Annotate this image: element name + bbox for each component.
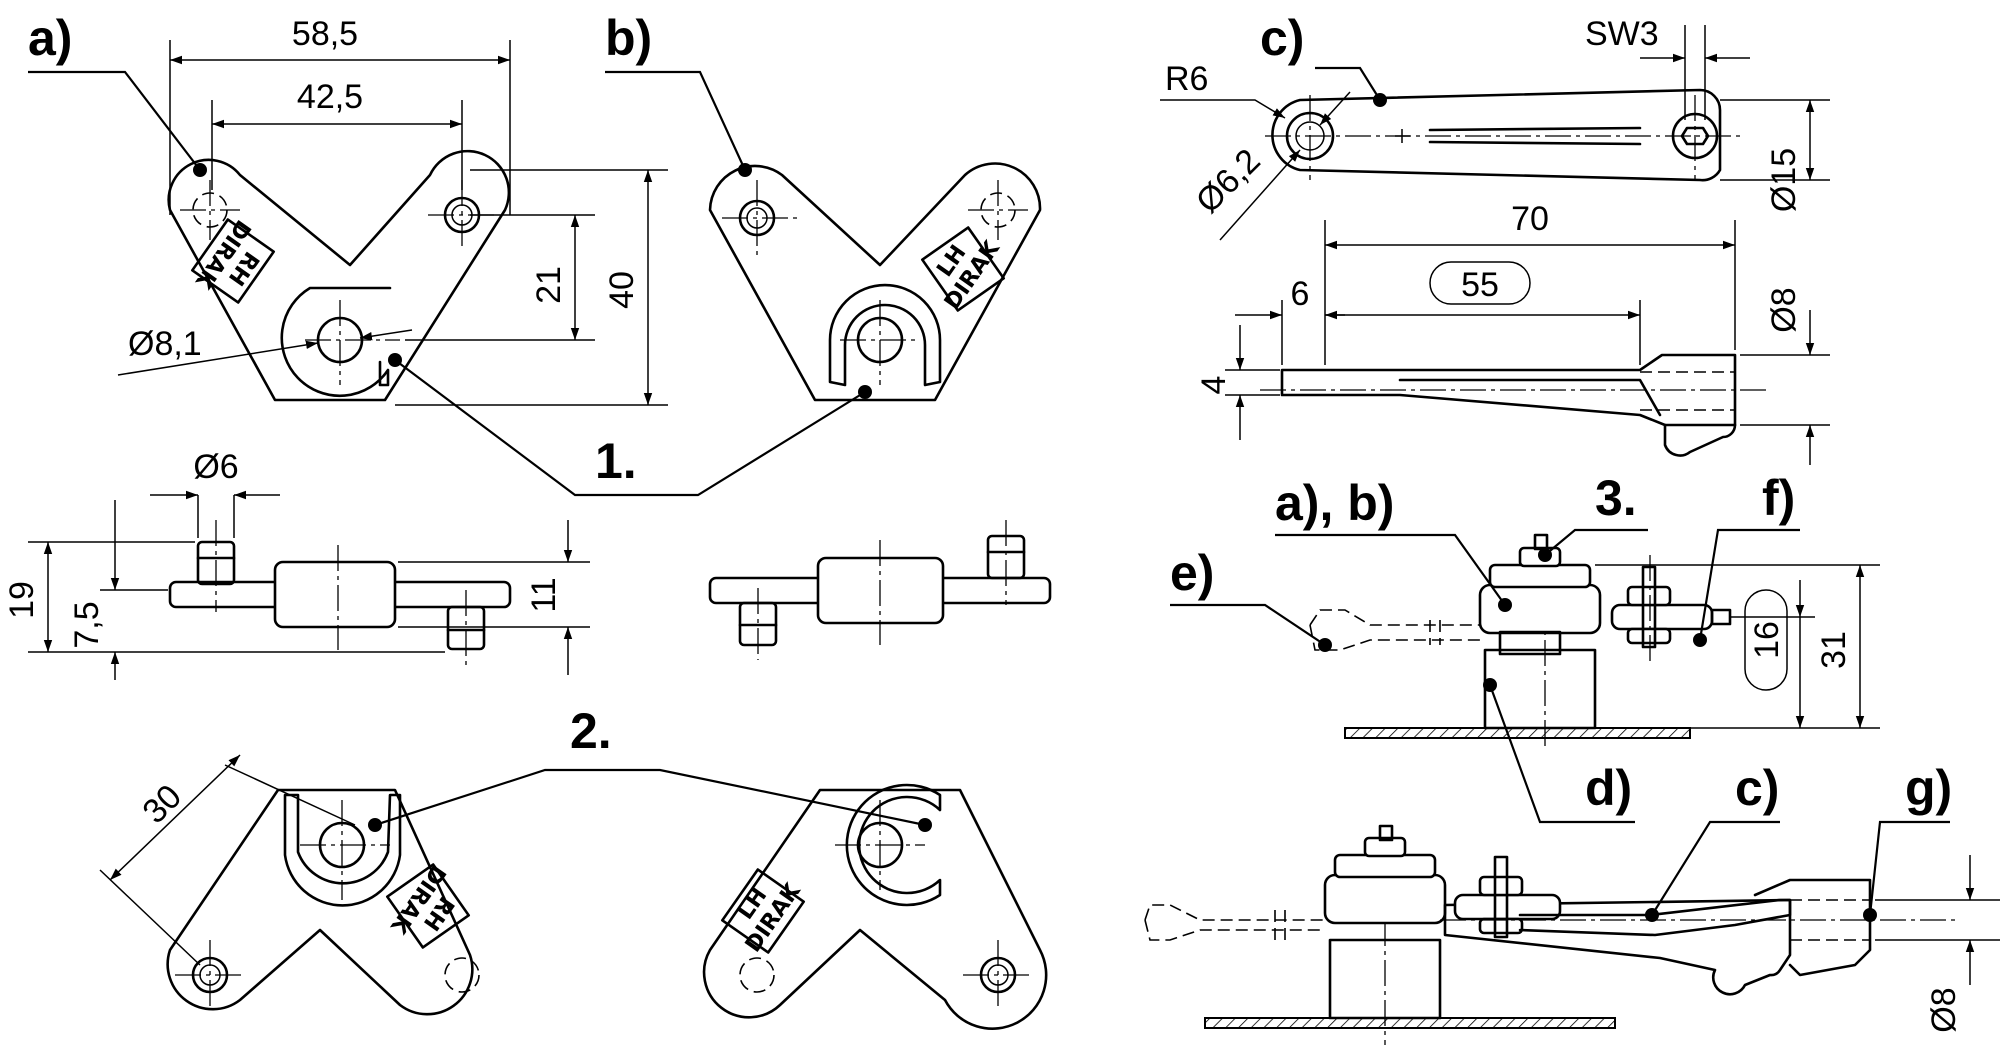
dim-r6: R6 bbox=[1165, 60, 1208, 98]
callout-c-label: c) bbox=[1260, 10, 1304, 66]
dim-6: 6 bbox=[1291, 275, 1310, 313]
dim-55: 55 bbox=[1461, 266, 1499, 304]
callout-3-label: 3. bbox=[1595, 470, 1637, 526]
view-b-lh-plate: LH DIRAK bbox=[708, 162, 1042, 402]
side-view-lh bbox=[708, 520, 1052, 660]
callout-c2-label: c) bbox=[1735, 760, 1779, 816]
view-c-lever-side: 70 55 6 Ø8 4 bbox=[1195, 200, 1830, 465]
dim-70: 70 bbox=[1511, 200, 1549, 238]
dim-21: 21 bbox=[530, 266, 568, 304]
dim-42-5: 42,5 bbox=[297, 78, 363, 116]
rh-stamp-bottom: RH DIRAK bbox=[385, 860, 471, 949]
dim-40: 40 bbox=[603, 271, 641, 309]
callout-d-label: d) bbox=[1585, 760, 1632, 816]
callout-a-label: a) bbox=[28, 10, 72, 66]
dim-11: 11 bbox=[525, 577, 563, 612]
view-2-rh-plate: RH DIRAK 30 bbox=[99, 754, 480, 1016]
dim-19: 19 bbox=[3, 581, 41, 619]
callout-e-label: e) bbox=[1170, 545, 1214, 601]
callout-1-label: 1. bbox=[595, 433, 637, 489]
callout-1: 1. bbox=[388, 353, 872, 497]
view-a-rh-plate: RH DIRAK 58,5 42,5 21 40 Ø8,1 bbox=[117, 15, 668, 406]
dim-16: 16 bbox=[1748, 621, 1786, 659]
dim-30: 30 bbox=[135, 777, 189, 831]
callout-g-label: g) bbox=[1905, 760, 1952, 816]
dim-7-5: 7,5 bbox=[68, 601, 106, 648]
dim-sw3: SW3 bbox=[1585, 15, 1659, 53]
callout-b-label: b) bbox=[605, 10, 652, 66]
dim-dia-8: Ø8 bbox=[1765, 287, 1803, 332]
view-c-lever: c) SW3 R6 Ø6,2 Ø15 bbox=[1160, 10, 1830, 241]
dim-4: 4 bbox=[1195, 376, 1233, 395]
assembly-upper: 31 16 a), b) 3. f) e) d) bbox=[1170, 470, 1880, 824]
callout-2-label: 2. bbox=[570, 703, 612, 759]
dim-dia-6-2: Ø6,2 bbox=[1189, 142, 1268, 221]
side-view-rh: Ø6 19 7,5 11 bbox=[3, 448, 590, 680]
callout-ab-label: a), b) bbox=[1275, 475, 1394, 531]
dim-dia-8-lower: Ø8 bbox=[1925, 987, 1963, 1032]
dim-dia-8-1: Ø8,1 bbox=[128, 325, 202, 363]
lh-stamp: LH DIRAK bbox=[920, 226, 1005, 314]
dim-31: 31 bbox=[1815, 631, 1853, 669]
view-2-lh-plate: LH DIRAK bbox=[702, 783, 1048, 1030]
assembly-lower: Ø8 c) g) bbox=[1144, 760, 2000, 1045]
callout-2: 2. bbox=[368, 703, 932, 832]
callout-f-label: f) bbox=[1762, 470, 1795, 526]
dim-dia-6: Ø6 bbox=[193, 448, 238, 486]
dim-dia-15: Ø15 bbox=[1765, 148, 1803, 212]
rh-stamp: RH DIRAK bbox=[190, 215, 276, 304]
dim-58-5: 58,5 bbox=[292, 15, 358, 53]
